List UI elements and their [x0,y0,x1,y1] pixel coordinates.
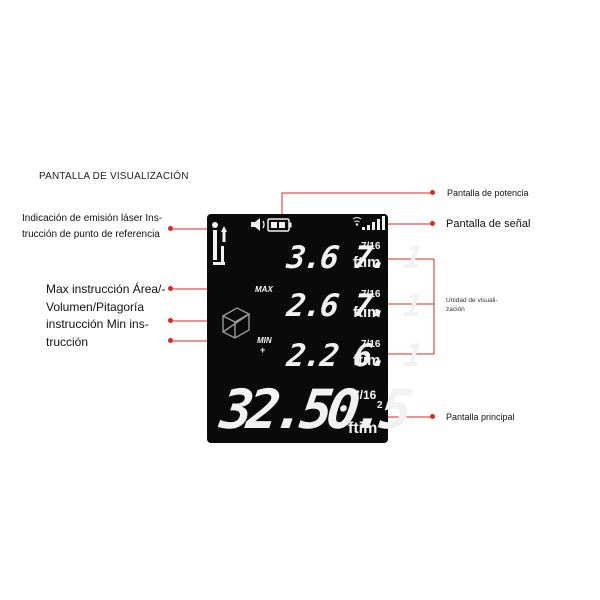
main-superscript: 2 [377,400,383,411]
battery-icon [267,218,292,232]
min-label-line1: instrucción Min ins- [46,317,149,331]
laser-dot [168,226,173,231]
laser-label: Indicación de emisión láser Ins- trucció… [22,211,162,243]
max-label-line1: Max instrucción Área/- [46,282,166,296]
max-label: Max instrucción Área/- Volumen/Pitagoría [46,280,165,316]
cube-dot [168,318,173,323]
power-label: Pantalla de potencia [447,188,529,198]
row-3-fraction: 7/16 [361,339,381,350]
min-label-line2: trucción [46,335,89,349]
signal-bars-icon [352,216,385,230]
unit-display-label-line1: Unidad de visuali- [446,297,498,304]
row-2-fraction: 7/16 [361,289,381,300]
min-label: instrucción Min ins- trucción [46,315,149,351]
power-leader [281,192,432,214]
cube-icon [221,307,251,339]
min-dot [168,338,173,343]
lcd-icons [212,216,385,339]
max-tag: MAX [255,285,273,294]
speaker-icon [251,218,265,231]
row-2-unit: ftim [353,304,381,321]
min-tag: MIN [257,336,272,345]
power-dot [430,190,435,195]
page-title: PANTALLA DE VISUALIZACIÓN [39,171,189,182]
signal-label: Pantalla de señal [446,218,531,230]
lcd-screen: MAX MIN + 3.6 7. 1 7/16 ftim 2.6 7. 1 7/… [207,214,423,443]
signal-dot [430,221,435,226]
main-fraction: 7/16 [353,388,377,402]
laser-icon [212,222,227,265]
row-1-fraction: 7/16 [361,241,381,252]
unit-display-label-line2: zación [446,306,465,313]
main-display-label: Pantalla principal [446,412,515,422]
plus-tag: + [260,345,266,355]
laser-label-line2: trucción de punto de referencia [22,229,160,240]
unit-display-label: Unidad de visuali- zación [446,296,498,314]
max-dot [168,286,173,291]
laser-label-line1: Indicación de emisión láser Ins- [22,213,163,224]
row-1-unit: ftim [353,254,381,271]
main-unit: ftim [348,420,378,437]
max-label-line2: Volumen/Pitagoría [46,300,145,314]
row-3-unit: ftim [353,352,381,369]
main-dot [430,414,435,419]
